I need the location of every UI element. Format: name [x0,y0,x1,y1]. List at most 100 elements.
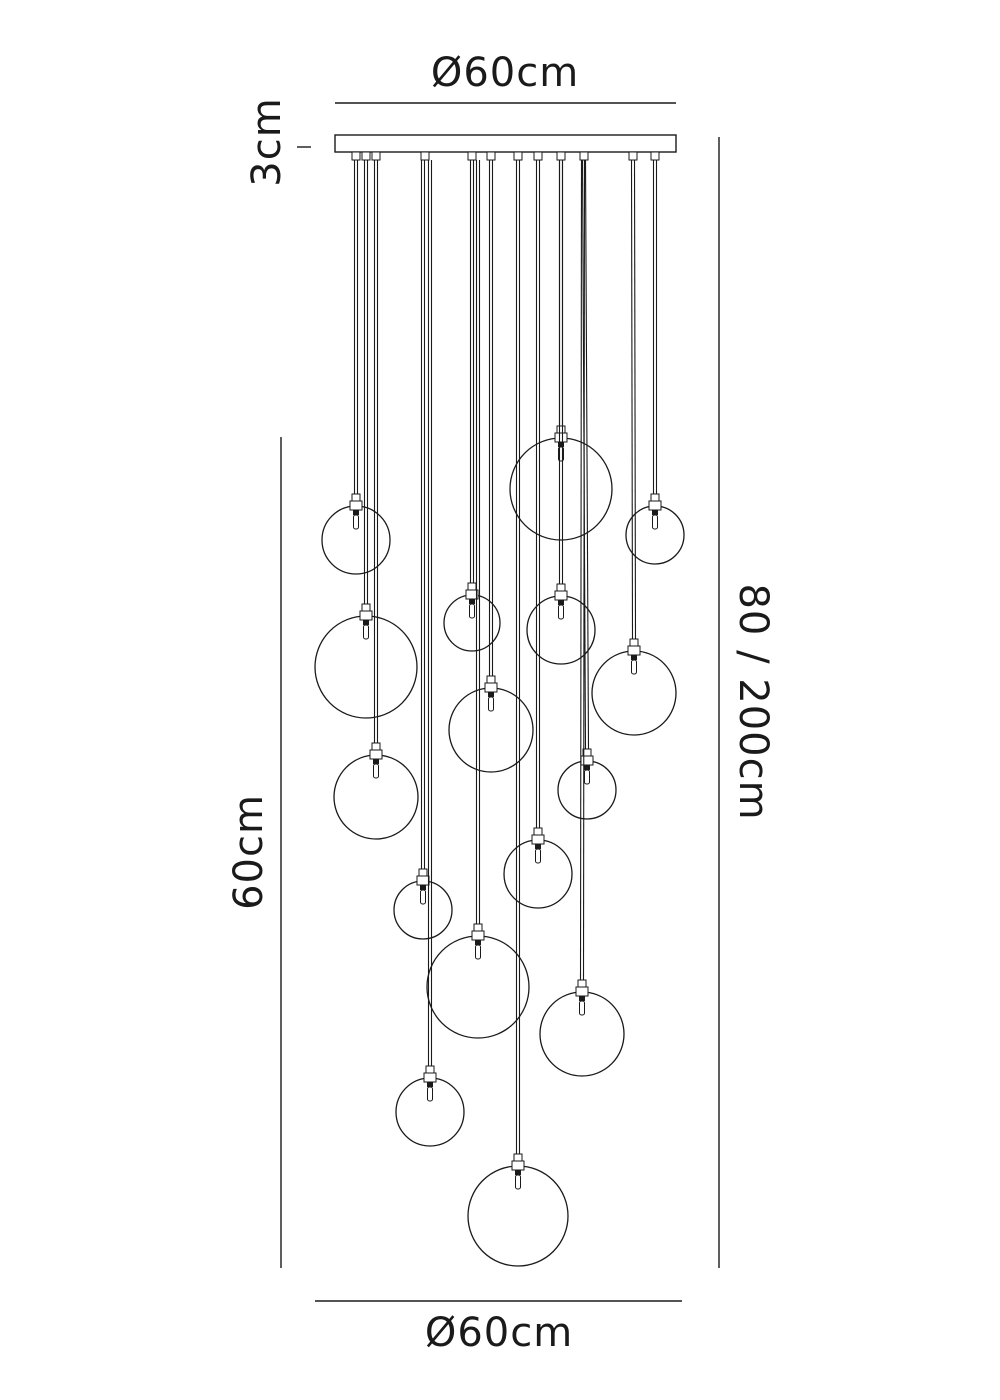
lamp-holder [531,834,545,845]
suspension-cable [582,159,586,981]
lamp-bulb [488,696,494,712]
lamp-holder-cap [556,583,566,592]
lamp-holder-cap [371,742,381,751]
lamp-holder-cap [533,827,543,836]
pendant [591,159,677,736]
lamp-bulb [469,603,475,619]
lamp-socket [535,844,541,849]
lamp-holder-cap [418,868,428,877]
canopy-height-label: 3cm [244,97,290,186]
lamp-socket [469,599,475,604]
lamp-socket [363,620,369,625]
suspension-cable [579,159,583,981]
lamp-holder [416,875,430,886]
pendant [503,160,573,909]
pendant [426,160,530,1039]
lamp-socket [584,765,590,770]
lamp-socket [373,759,379,764]
lamp-holder [554,432,568,443]
lamp-holder-cap [577,979,587,988]
lamp-holder [627,645,641,656]
lamp-bulb [652,514,658,530]
lamp-socket [558,600,564,605]
lamp-holder [580,755,594,766]
canopy-height-dimension: 3cm [244,97,311,187]
lamp-holder-cap [473,923,483,932]
lamp-socket [488,692,494,697]
lamp-holder-cap [513,1153,523,1162]
lamp-bulb [584,769,590,785]
lamp-holder [484,682,498,693]
suspension-cable [630,159,634,640]
lamp-holder-cap [629,638,639,647]
lamp-bulb [420,889,426,905]
pendant [448,160,534,773]
lamp-holder [554,590,568,601]
lamp-socket [420,885,426,890]
top-diameter-label: Ø60cm [431,50,579,96]
bottom-diameter-label: Ø60cm [425,1310,573,1356]
lamp-socket [631,655,637,660]
cable-grip [513,151,523,161]
lamp-holder [369,749,383,760]
lamp-holder-cap [556,425,566,434]
lamp-socket [427,1082,433,1087]
lamp-holder-cap [467,582,477,591]
cable-grip [579,151,589,161]
suspension-cable [633,159,637,640]
pendant [557,159,617,820]
pendant-cluster [314,159,685,1267]
pendant [625,160,685,565]
cable-grip [371,151,381,161]
pendant [443,160,501,652]
lamp-holder-cap [361,603,371,612]
pendant [526,160,596,665]
pendant [393,160,453,940]
cable-grip [361,151,371,161]
cable-grip [351,151,361,161]
pendant [509,160,613,541]
lamp-socket [515,1170,521,1175]
lamp-holder-cap [351,493,361,502]
cable-grip [486,151,496,161]
cable-grips [351,151,660,161]
lamp-socket [579,996,585,1001]
lamp-holder-cap [650,493,660,502]
lamp-holder-cap [425,1065,435,1074]
lamp-holder [575,986,589,997]
lamp-bulb [631,659,637,675]
pendant [467,160,569,1267]
lamp-socket [558,442,564,447]
cluster-height-label: 60cm [226,794,272,910]
lamp-bulb [579,1000,585,1016]
cable-grip [556,151,566,161]
suspension-cable [584,159,590,750]
lamp-socket [475,940,481,945]
lamp-bulb [427,1086,433,1102]
lamp-holder [471,930,485,941]
lamp-socket [353,510,359,515]
lamp-bulb [373,763,379,779]
cable-grip [650,151,660,161]
pendant [395,160,465,1147]
pendant [539,159,625,1077]
cable-grip [628,151,638,161]
top-diameter-dimension: Ø60cm [335,50,676,104]
overall-drop-dimension: 80 / 200cm [718,137,776,1268]
lamp-holder [648,500,662,511]
overall-drop-label: 80 / 200cm [730,583,776,820]
cluster-height-dimension: 60cm [226,437,282,1268]
lamp-holder [511,1160,525,1171]
pendant [314,160,418,719]
pendant [321,160,391,575]
lamp-bulb [363,624,369,640]
lamp-bulb [535,848,541,864]
pendant [333,160,419,840]
ceiling-canopy [334,134,677,153]
lamp-bulb [558,604,564,620]
cable-grip [533,151,543,161]
lamp-holder [349,500,363,511]
cable-grip [467,151,477,161]
lamp-holder [359,610,373,621]
